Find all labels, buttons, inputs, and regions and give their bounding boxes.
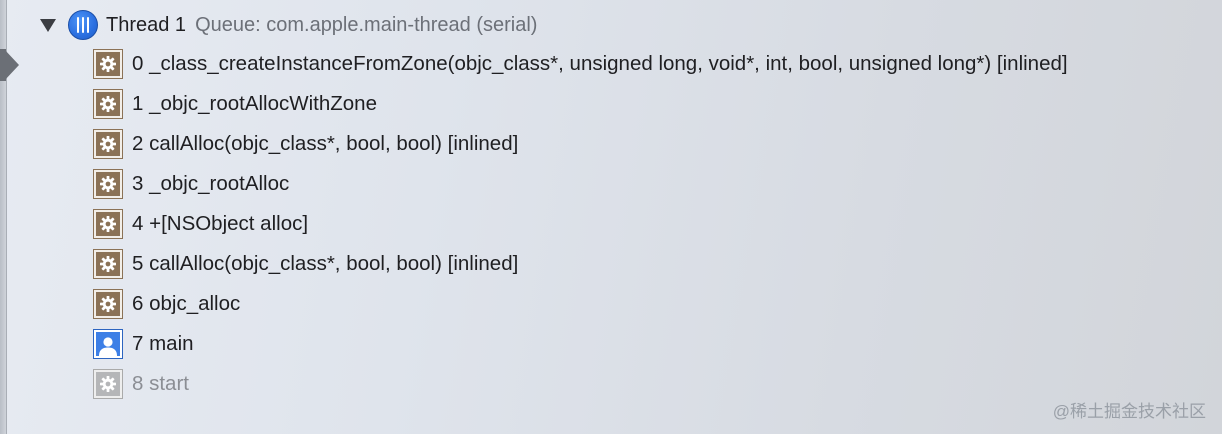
thread-queue-label: Queue: com.apple.main-thread (serial) (195, 13, 538, 36)
stack-frame-1[interactable]: 1 _objc_rootAllocWithZone (93, 84, 1068, 124)
frame-label: 1 _objc_rootAllocWithZone (132, 92, 377, 115)
frame-label: 4 +[NSObject alloc] (132, 212, 309, 235)
stack-frame-2[interactable]: 2 callAlloc(objc_class*, bool, bool) [in… (93, 124, 1068, 164)
frame-label: 3 _objc_rootAlloc (132, 172, 290, 195)
thread-icon (68, 10, 98, 40)
current-frame-arrow-icon (4, 49, 19, 81)
user-icon (93, 329, 123, 359)
gear-icon (93, 249, 123, 279)
stack-frame-3[interactable]: 3 _objc_rootAlloc (93, 164, 1068, 204)
gear-icon (93, 49, 123, 79)
watermark: @稀土掘金技术社区 (1052, 402, 1206, 421)
frame-label: 2 callAlloc(objc_class*, bool, bool) [in… (132, 132, 519, 155)
frame-label: 8 start (132, 372, 189, 395)
frame-label: 7 main (132, 332, 194, 355)
gear-icon (93, 209, 123, 239)
stack-frame-6[interactable]: 6 objc_alloc (93, 284, 1068, 324)
stack-frame-7[interactable]: 7 main (93, 324, 1068, 364)
frame-label: 0 _class_createInstanceFromZone(objc_cla… (132, 52, 1068, 75)
frame-label: 5 callAlloc(objc_class*, bool, bool) [in… (132, 252, 519, 275)
stack-frame-0[interactable]: 0 _class_createInstanceFromZone(objc_cla… (93, 44, 1068, 84)
gutter-strip (0, 0, 7, 434)
stack-frame-list: 0 _class_createInstanceFromZone(objc_cla… (93, 44, 1068, 404)
gear-icon (93, 289, 123, 319)
thread-row[interactable]: Thread 1 Queue: com.apple.main-thread (s… (40, 8, 537, 42)
disclosure-triangle-icon[interactable] (40, 18, 56, 32)
gear-icon (93, 89, 123, 119)
thread-name: Thread 1 (106, 13, 187, 36)
frame-label: 6 objc_alloc (132, 292, 241, 315)
stack-frame-8[interactable]: 8 start (93, 364, 1068, 404)
stack-frame-5[interactable]: 5 callAlloc(objc_class*, bool, bool) [in… (93, 244, 1068, 284)
current-frame-marker (0, 49, 6, 81)
stack-frame-4[interactable]: 4 +[NSObject alloc] (93, 204, 1068, 244)
gear-icon (93, 129, 123, 159)
gear-icon (93, 369, 123, 399)
gear-icon (93, 169, 123, 199)
